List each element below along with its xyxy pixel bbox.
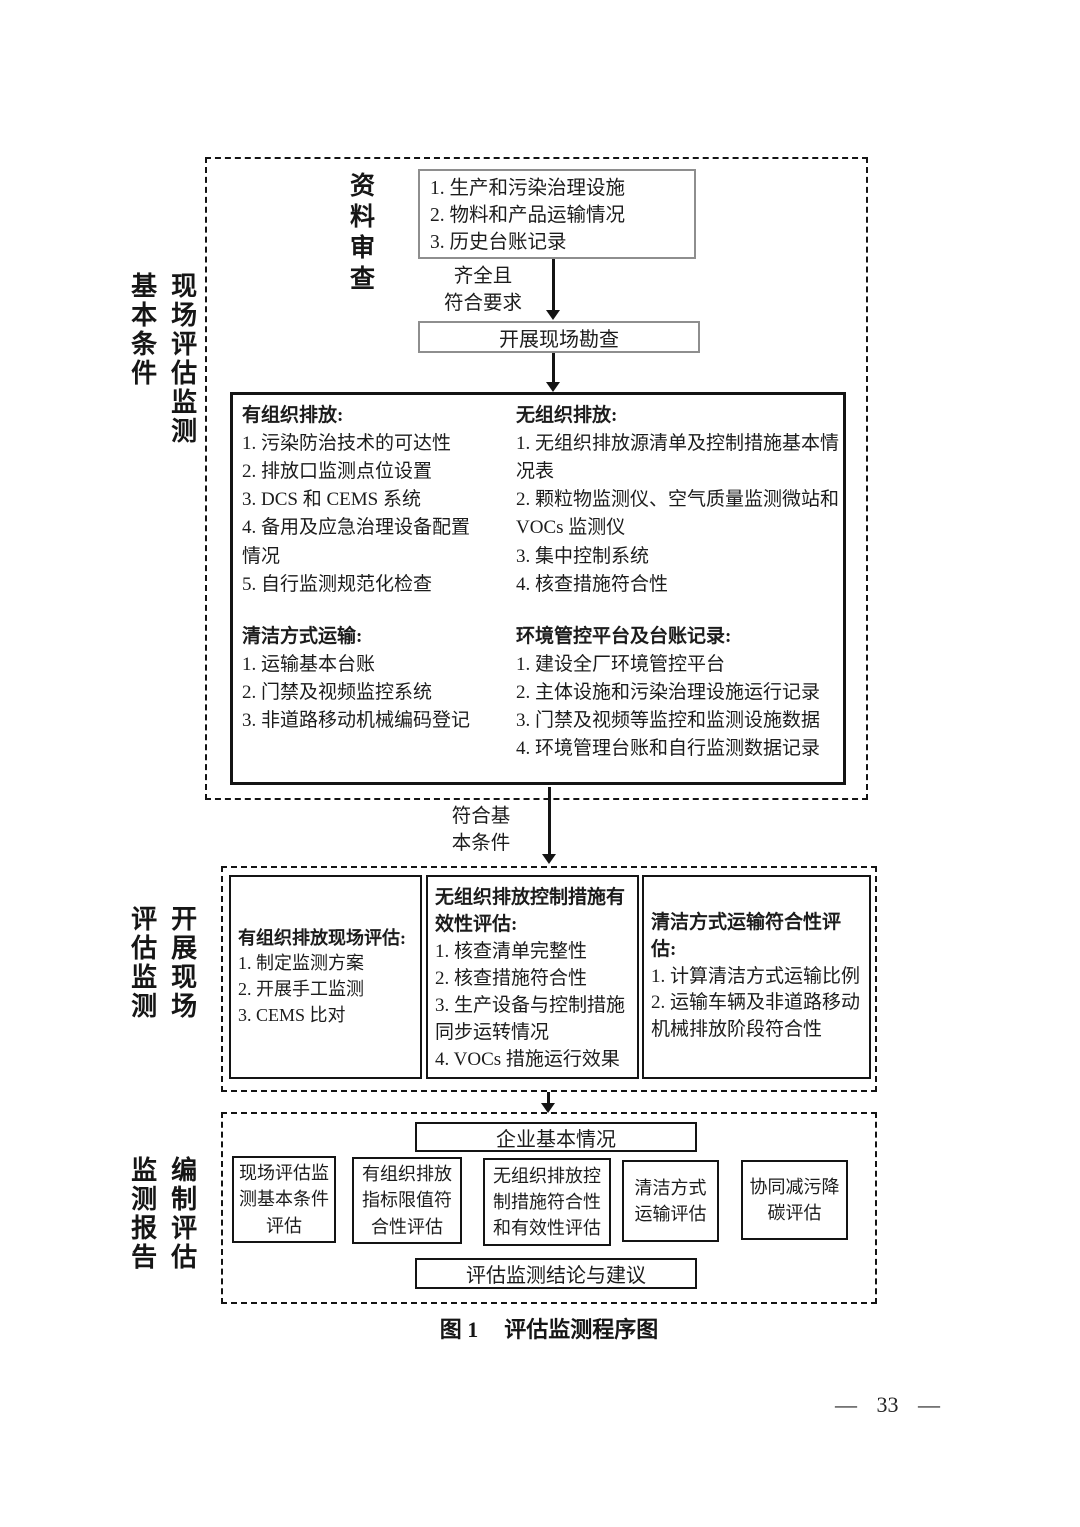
list-item: 2. 主体设施和污染治理设施运行记录 [516, 682, 821, 704]
block-title: 有组织排放: [242, 405, 344, 426]
box-title: 有组织排放现场评估: [238, 927, 406, 948]
figure-caption-title: 评估监测程序图 [504, 1317, 659, 1342]
list-item: 4. 备用及应急治理设备配置情况 [242, 517, 471, 567]
list-item: 1. 污染防治技术的可达性 [242, 433, 452, 455]
platform-records-block: 环境管控平台及台账记录: 1. 建设全厂环境管控平台 2. 主体设施和污染治理设施… [516, 623, 844, 764]
stage2-side-label-outer: 评估监测 [127, 905, 158, 1021]
box-title: 清洁方式运输符合性评估: [651, 911, 842, 960]
unorganized-control-eval-box: 无组织排放控制措施有效性评估: 1. 核查清单完整性 2. 核查措施符合性 3. 生… [426, 875, 639, 1079]
list-item: 2. 颗粒物监测仪、空气质量监测微站和 VOCs 监测仪 [516, 489, 840, 539]
list-item: 1. 生产和污染治理设施 [430, 178, 626, 199]
site-survey-box: 开展现场勘查 [418, 321, 700, 353]
block-title: 无组织排放: [516, 405, 618, 426]
list-item: 5. 自行监测规范化检查 [242, 573, 433, 595]
connector-condition-label: 符合基本条件 [430, 804, 532, 858]
list-item: 4. 环境管理台账和自行监测数据记录 [516, 738, 821, 760]
page-number: — 33 — [835, 1392, 940, 1417]
materials-review-label: 资料审查 [346, 172, 375, 296]
arrow-condition-label: 齐全且符合要求 [432, 264, 534, 318]
list-item: 4. VOCs 措施运行效果 [435, 1048, 620, 1070]
list-item: 符合基 [451, 806, 511, 827]
clean-transport-eval-box: 清洁方式运输符合性评估: 1. 计算清洁方式运输比例 2. 运输车辆及非道路移动机… [642, 875, 871, 1079]
figure-caption: 图 1 评估监测程序图 [221, 1312, 877, 1344]
unorganized-emission-block: 无组织排放: 1. 无组织排放源清单及控制措施基本情况表 2. 颗粒物监测仪、空气… [516, 402, 842, 599]
box-items: 1. 计算清洁方式运输比例 2. 运输车辆及非道路移动机械排放阶段符合性 [651, 964, 862, 1045]
stage2-dashed-panel [221, 866, 877, 1092]
list-item: 3. 非道路移动机械编码登记 [242, 710, 471, 732]
stage3-side-label-outer: 监测报告 [127, 1156, 158, 1272]
list-item: 1. 核查清单完整性 [435, 940, 588, 962]
block-title: 清洁方式运输: [242, 626, 363, 647]
stage3-dashed-panel [221, 1112, 877, 1304]
list-item: 2. 物料和产品运输情况 [430, 204, 626, 226]
list-item: 2. 运输车辆及非道路移动机械排放阶段符合性 [651, 992, 861, 1041]
report-box-synergy-carbon: 协同减污降碳评估 [741, 1160, 848, 1240]
conclusion-suggestions-box: 评估监测结论与建议 [415, 1258, 697, 1289]
list-item: 2. 排放口监测点位设置 [242, 461, 433, 483]
report-box-site-conditions: 现场评估监测基本条件评估 [232, 1156, 336, 1243]
list-item: 2. 门禁及视频监控系统 [242, 682, 433, 704]
box-title: 无组织排放控制措施有效性评估: [435, 887, 626, 935]
stage1-dashed-panel [205, 157, 868, 800]
stage1-side-label-inner: 现场评估监测 [167, 272, 198, 446]
materials-list-box: 1. 生产和污染治理设施 2. 物料和产品运输情况 3. 历史台账记录 [418, 169, 696, 259]
list-item: 3. 历史台账记录 [430, 231, 567, 253]
list-item: 1. 无组织排放源清单及控制措施基本情况表 [516, 433, 840, 483]
figure-caption-number: 图 1 [439, 1317, 479, 1342]
list-item: 齐全且 [453, 266, 513, 287]
block-items: 1. 建设全厂环境管控平台 2. 主体设施和污染治理设施运行记录 3. 门禁及视频等… [516, 651, 844, 763]
list-item: 符合要求 [443, 292, 522, 314]
report-box-organized-limits: 有组织排放指标限值符合性评估 [352, 1157, 462, 1244]
list-item: 1. 计算清洁方式运输比例 [651, 965, 861, 987]
box-items: 1. 核查清单完整性 2. 核查措施符合性 3. 生产设备与控制措施同步运转情况 4.… [435, 939, 630, 1074]
list-item: 2. 开展手工监测 [238, 979, 364, 999]
list-item: 3. 生产设备与控制措施同步运转情况 [435, 994, 626, 1043]
list-item: 3. DCS 和 CEMS 系统 [242, 489, 421, 511]
list-item: 3. CEMS 比对 [238, 1004, 346, 1025]
list-item: 1. 建设全厂环境管控平台 [516, 654, 726, 676]
stage2-side-label-inner: 开展现场 [167, 905, 198, 1021]
list-item: 4. 核查措施符合性 [516, 573, 669, 595]
block-items: 1. 污染防治技术的可达性 2. 排放口监测点位设置 3. DCS 和 CEMS 系… [242, 430, 486, 599]
report-box-clean-transport: 清洁方式运输评估 [622, 1160, 719, 1242]
block-title: 环境管控平台及台账记录: [516, 626, 732, 647]
block-items: 1. 无组织排放源清单及控制措施基本情况表 2. 颗粒物监测仪、空气质量监测微站和… [516, 430, 842, 599]
list-item: 3. 门禁及视频等监控和监测设施数据 [516, 710, 821, 732]
stage1-side-label-outer: 基本条件 [127, 272, 158, 388]
stage3-side-label-inner: 编制评估 [167, 1156, 198, 1272]
organized-site-eval-box: 有组织排放现场评估: 1. 制定监测方案 2. 开展手工监测 3. CEMS 比对 [229, 875, 422, 1079]
list-item: 2. 核查措施符合性 [435, 967, 588, 989]
basic-conditions-matrix-box: 有组织排放: 1. 污染防治技术的可达性 2. 排放口监测点位设置 3. DCS 和… [230, 392, 846, 785]
company-basic-info-box: 企业基本情况 [415, 1122, 697, 1152]
list-item: 3. 集中控制系统 [516, 545, 650, 567]
list-item: 1. 运输基本台账 [242, 654, 376, 676]
block-items: 1. 运输基本台账 2. 门禁及视频监控系统 3. 非道路移动机械编码登记 [242, 651, 494, 735]
clean-transport-block: 清洁方式运输: 1. 运输基本台账 2. 门禁及视频监控系统 3. 非道路移动机械编… [242, 623, 494, 735]
box-items: 1. 制定监测方案 2. 开展手工监测 3. CEMS 比对 [238, 951, 413, 1028]
organized-emission-block: 有组织排放: 1. 污染防治技术的可达性 2. 排放口监测点位设置 3. DCS 和… [242, 402, 486, 599]
report-box-unorganized-measures: 无组织排放控制措施符合性和有效性评估 [483, 1158, 611, 1246]
list-item: 1. 制定监测方案 [238, 953, 364, 974]
list-item: 本条件 [451, 832, 511, 854]
